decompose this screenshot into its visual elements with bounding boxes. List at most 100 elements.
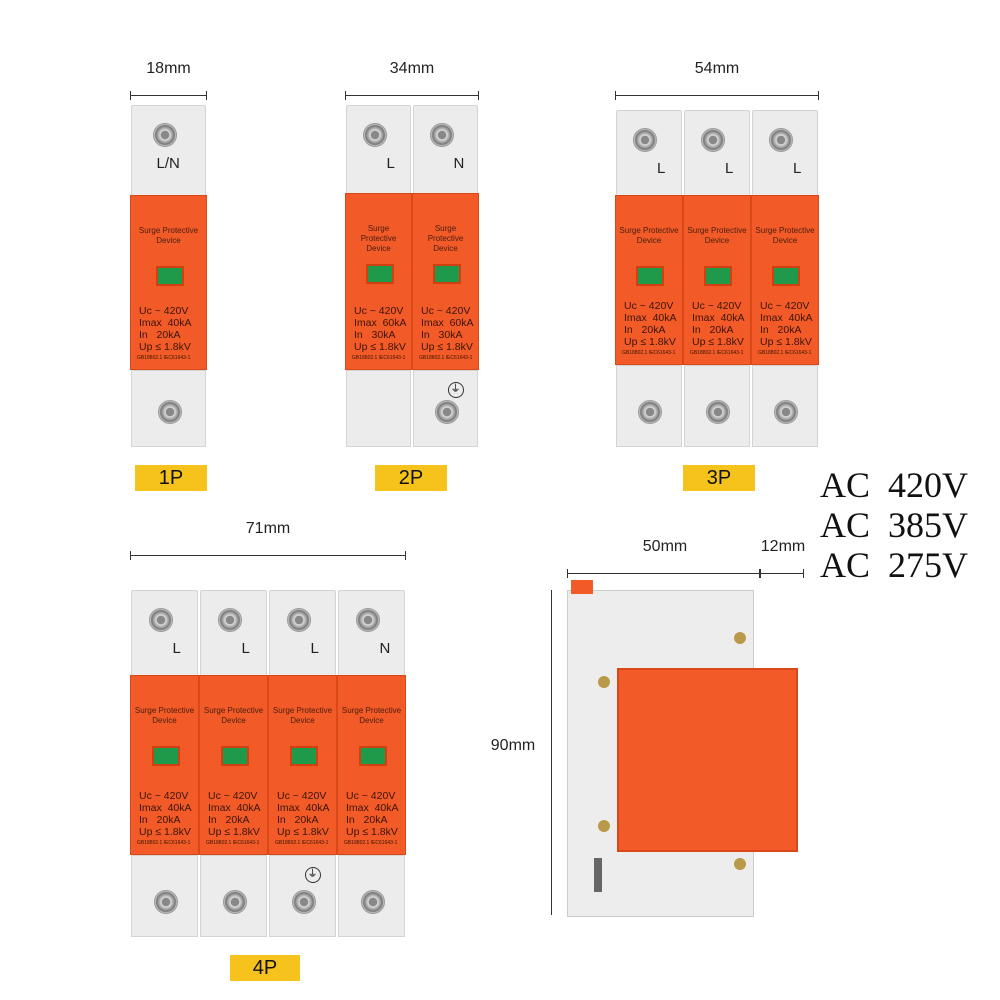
screw-icon xyxy=(152,123,177,147)
depth-label: 50mm xyxy=(642,538,688,555)
spec-line: Imax 40kA xyxy=(692,312,745,324)
terminal-label: L xyxy=(725,160,734,177)
spec-line: Uc ~ 420V xyxy=(139,790,189,802)
spec-line: Uc ~ 420V xyxy=(139,305,189,317)
spec-line: Uc ~ 420V xyxy=(624,300,674,312)
standard-text: GB18802.1 IEC61643-1 xyxy=(137,840,191,846)
spec-line: Up ≤ 1.8kV xyxy=(760,336,812,348)
spec-line: Uc ~ 420V xyxy=(760,300,810,312)
spec-line: Up ≤ 1.8kV xyxy=(139,341,191,353)
device-name: Surge Protective Device xyxy=(138,226,199,245)
height-label: 90mm xyxy=(490,737,536,754)
spec-line: In 20kA xyxy=(624,324,666,336)
side-cover xyxy=(617,668,798,852)
status-window xyxy=(289,746,318,766)
spec-line: Imax 60kA xyxy=(354,317,407,329)
device-name: Surge Protective Device xyxy=(272,706,333,725)
rivet xyxy=(734,632,746,644)
standard-text: GB18802.1 IEC61643-1 xyxy=(137,355,191,361)
pole-tag: 2P xyxy=(375,465,447,491)
spec-line: Up ≤ 1.8kV xyxy=(277,826,329,838)
spec-line: Imax 40kA xyxy=(139,802,192,814)
terminal-block xyxy=(752,110,818,197)
side-latch xyxy=(571,580,593,594)
terminal-label: L xyxy=(386,155,395,172)
standard-text: GB18802.1 IEC61643-1 xyxy=(690,350,744,356)
status-window xyxy=(155,266,184,286)
pole-tag: 3P xyxy=(683,465,755,491)
status-window xyxy=(704,266,732,286)
standard-text: GB18802.1 IEC61643-1 xyxy=(275,840,329,846)
terminal-block xyxy=(200,590,267,677)
width-label: 34mm xyxy=(389,60,435,77)
screw-icon xyxy=(701,128,725,152)
pole-tag: 1P xyxy=(135,465,207,491)
standard-text: GB18802.1 IEC61643-1 xyxy=(344,840,398,846)
spec-line: In 20kA xyxy=(139,329,181,341)
screw-icon xyxy=(633,128,657,152)
screw-icon xyxy=(286,608,311,632)
spec-line: Imax 40kA xyxy=(277,802,330,814)
spec-line: Up ≤ 1.8kV xyxy=(692,336,744,348)
spec-line: Uc ~ 420V xyxy=(208,790,258,802)
screw-icon xyxy=(769,128,793,152)
terminal-block xyxy=(131,590,198,677)
device-name: Surge Protective Device xyxy=(619,226,679,245)
status-window xyxy=(220,746,249,766)
dimension-line xyxy=(615,91,819,100)
screw-icon xyxy=(157,400,182,424)
spec-line: Uc ~ 420V xyxy=(346,790,396,802)
bottom-block xyxy=(413,370,478,447)
terminal-label: L/N xyxy=(156,155,180,172)
spec-line: Up ≤ 1.8kV xyxy=(354,341,406,353)
dimension-line xyxy=(567,569,760,578)
dimension-line xyxy=(551,590,552,915)
spec-line: Up ≤ 1.8kV xyxy=(421,341,473,353)
device-name: Surge Protective Device xyxy=(755,226,815,245)
terminal-block xyxy=(346,105,411,195)
pole-tag: 4P xyxy=(230,955,300,981)
ground-icon: ⏚ xyxy=(447,382,464,398)
status-window xyxy=(358,746,387,766)
device-name: Surge Protective Device xyxy=(427,224,464,253)
status-window xyxy=(365,264,394,284)
status-window xyxy=(151,746,180,766)
dimension-line xyxy=(345,91,479,100)
cover-label: 12mm xyxy=(760,538,806,555)
screw-icon xyxy=(429,123,454,147)
screw-icon xyxy=(706,400,730,424)
screw-icon xyxy=(217,608,242,632)
status-window xyxy=(432,264,461,284)
terminal-block xyxy=(616,110,682,197)
screw-icon xyxy=(638,400,662,424)
spec-line: Imax 40kA xyxy=(760,312,813,324)
device-name: Surge Protective Device xyxy=(360,224,397,253)
dimension-line xyxy=(760,569,804,578)
dimension-line xyxy=(130,551,406,560)
contact-slot xyxy=(594,858,602,892)
standard-text: GB18802.1 IEC61643-1 xyxy=(206,840,260,846)
device-name: Surge Protective Device xyxy=(341,706,402,725)
spec-line: In 20kA xyxy=(760,324,802,336)
spec-line: In 20kA xyxy=(692,324,734,336)
standard-text: GB18802.1 IEC61643-1 xyxy=(352,355,406,361)
screw-icon xyxy=(434,400,459,424)
screw-icon xyxy=(148,608,173,632)
spec-line: Imax 40kA xyxy=(139,317,192,329)
device-name: Surge Protective Device xyxy=(687,226,747,245)
width-label: 71mm xyxy=(245,520,291,537)
terminal-block xyxy=(269,590,336,677)
